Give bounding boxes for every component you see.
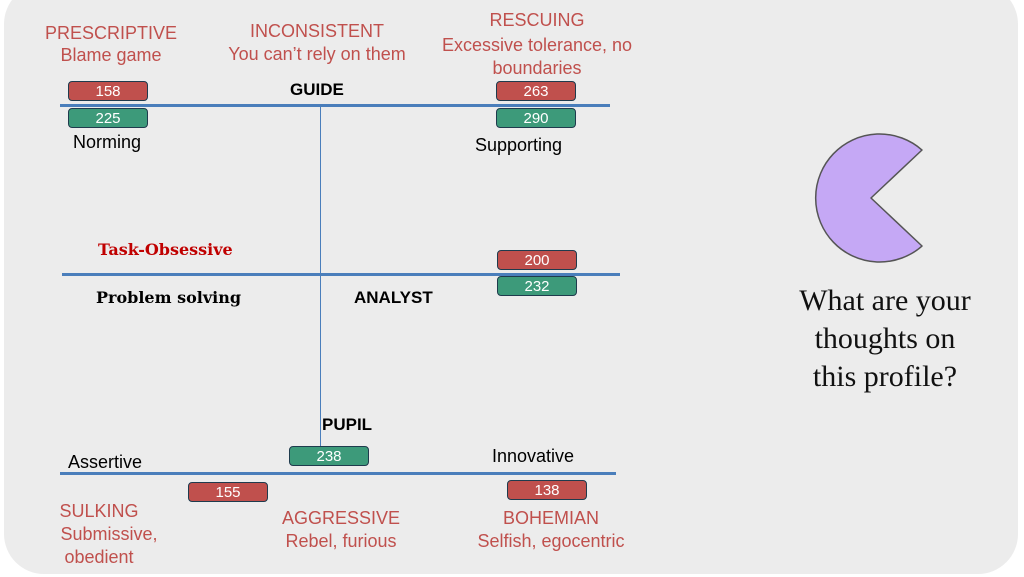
guide-left-label: Norming [73, 132, 142, 152]
pupil-right-label: Innovative [492, 446, 575, 466]
pupil-green-badge: 238 [289, 446, 369, 466]
inconsistent-desc: You can’t rely on them [228, 44, 406, 64]
guide-right-red-badge: 263 [496, 81, 576, 101]
pupil-left-label: Assertive [68, 452, 143, 472]
rescuing-desc-line2: boundaries [492, 58, 582, 78]
guide-right-label: Supporting [475, 135, 563, 155]
bohemian-title: BOHEMIAN [502, 508, 599, 528]
inconsistent-title: INCONSISTENT [249, 21, 384, 41]
sulking-desc-line2: obedient [64, 547, 134, 567]
guide-axis [60, 104, 610, 107]
rescuing-desc-line1: Excessive tolerance, no [441, 35, 633, 55]
question-line1: What are your [799, 284, 971, 317]
pie-shape [815, 133, 923, 263]
aggressive-desc: Rebel, furious [285, 531, 397, 551]
pupil-left-red-badge: 155 [188, 482, 268, 502]
pupil-axis [60, 472, 616, 475]
guide-title: GUIDE [290, 80, 344, 99]
pupil-right-red-badge: 138 [507, 480, 587, 500]
analyst-title: ANALYST [354, 288, 433, 307]
sulking-title: SULKING [59, 501, 139, 521]
analyst-axis [62, 273, 620, 276]
sulking-desc-line1: Submissive, [60, 524, 158, 544]
analyst-green-badge: 232 [497, 276, 577, 296]
question-line2: thoughts on [814, 322, 956, 355]
question-line3: this profile? [812, 360, 958, 393]
analyst-red-badge: 200 [497, 250, 577, 270]
problem-solving-label: Problem solving [96, 288, 242, 307]
rescuing-title: RESCUING [489, 10, 585, 30]
vertical-axis [320, 106, 321, 466]
bohemian-desc: Selfish, egocentric [477, 531, 625, 551]
guide-left-green-badge: 225 [68, 108, 148, 128]
prescriptive-title: PRESCRIPTIVE [44, 23, 178, 43]
aggressive-title: AGGRESSIVE [281, 508, 401, 528]
guide-right-green-badge: 290 [496, 108, 576, 128]
pacman-pie-icon [815, 133, 923, 263]
task-obsessive-label: Task-Obsessive [98, 240, 233, 259]
prescriptive-desc: Blame game [60, 45, 162, 65]
guide-left-red-badge: 158 [68, 81, 148, 101]
pupil-title: PUPIL [322, 415, 373, 434]
